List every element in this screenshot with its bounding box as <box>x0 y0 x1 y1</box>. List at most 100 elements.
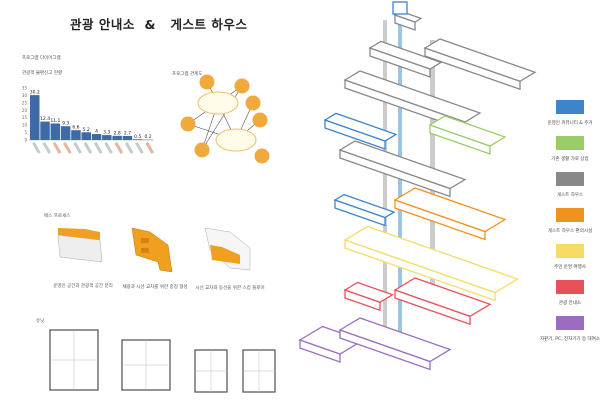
plan-wall <box>121 339 171 391</box>
relation-line <box>201 102 219 151</box>
legend-label: 게스트 하우스 편의시설 <box>547 229 593 234</box>
mass-volume <box>204 227 251 271</box>
category-label-mark <box>63 142 72 154</box>
bar <box>50 123 61 140</box>
bar <box>60 126 71 140</box>
bar-value-label: 9.3 <box>62 121 69 127</box>
circulation-core <box>398 5 402 335</box>
floor-volume <box>299 339 341 363</box>
y-tick-label: 0 <box>24 138 27 143</box>
bar-value-label: 0.5 <box>134 134 141 140</box>
mass-volume-highlight <box>58 228 100 240</box>
y-tick-label: 10 <box>22 123 28 128</box>
y-tick-label: 15 <box>22 115 28 120</box>
program-diagram-label: 프로그램 다이어그램 <box>22 56 61 61</box>
bar-value-label: 4 <box>95 129 98 135</box>
unit-label: 유닛 <box>36 319 45 324</box>
category-label-mark <box>145 142 155 154</box>
bar-value-label: 2.7 <box>124 130 131 136</box>
bar <box>102 135 112 140</box>
floor-plate <box>393 10 423 23</box>
mass-caption-2: 채광과 시선 교차를 위한 중정 형성 <box>122 285 188 290</box>
legend-swatch <box>556 208 584 222</box>
floor-volume <box>429 124 491 155</box>
program-node <box>180 116 196 132</box>
bar <box>30 95 40 140</box>
program-node <box>254 148 270 164</box>
category-label-mark <box>114 142 124 154</box>
floor-volume <box>424 47 521 91</box>
legend-swatch <box>556 316 584 330</box>
y-tick-label: 20 <box>22 108 28 113</box>
chart-title: 관광객 불편신고 현황 <box>22 71 63 76</box>
plan-wall <box>242 349 276 393</box>
relation-line <box>201 85 243 151</box>
legend-label: 게스트 하우스 <box>556 193 584 198</box>
category-label-mark <box>93 142 103 154</box>
bar <box>81 132 91 140</box>
courtyard <box>141 238 149 243</box>
core-column <box>430 40 435 310</box>
plan-wall <box>49 329 99 391</box>
category-label-mark <box>104 142 113 154</box>
bar <box>133 139 143 140</box>
courtyard <box>141 248 149 253</box>
legend-item: 게스트 하우스 편의시설 <box>540 208 600 234</box>
y-tick-label: 5 <box>24 130 27 135</box>
legend-label: 주민 운영 여행사 <box>554 265 586 270</box>
bar-value-label: 30.2 <box>30 90 40 96</box>
relation-diagram-label: 프로그램 관계도 <box>172 72 203 77</box>
legend-swatch <box>556 280 584 294</box>
relation-line <box>217 102 237 141</box>
relation-line <box>187 102 219 125</box>
floor-volume <box>334 199 386 227</box>
bar-value-label: 11.1 <box>50 118 60 124</box>
relation-line <box>206 81 219 104</box>
bar-value-label: 2.8 <box>114 130 121 136</box>
mass-caption-3: 시선 교차와 동선을 위한 스킵 플로어 <box>195 286 265 291</box>
legend-label: 자판기, PC, 전자기기 등 대여소 <box>540 337 600 342</box>
y-tick-label: 35 <box>22 86 28 91</box>
bar <box>122 135 133 140</box>
floor-volume <box>344 79 466 131</box>
bar-value-label: 6.6 <box>72 125 79 131</box>
floor-volume <box>344 289 381 312</box>
relation-line <box>217 85 243 104</box>
relation-line <box>235 102 254 141</box>
bar-value-label: 12.4 <box>40 116 50 122</box>
category-label-mark <box>135 142 144 154</box>
floor-plate <box>338 140 467 190</box>
floor-plate <box>298 325 365 355</box>
floor-volume <box>339 329 431 371</box>
floor-plate <box>338 317 452 363</box>
legend-item: 주민 운영 여행사 <box>540 244 600 270</box>
y-tick-label: 30 <box>22 93 28 98</box>
mass-volume-highlight <box>210 245 240 264</box>
legend-swatch <box>556 244 584 258</box>
floor-plate <box>368 40 443 70</box>
program-node <box>245 95 261 111</box>
bar <box>40 121 50 140</box>
floor-plate <box>343 70 482 123</box>
program-node <box>252 112 268 128</box>
page-title: 관광 안내소 & 게스트 하우스 <box>70 17 248 32</box>
legend-item: 게스트 하우스 <box>540 172 600 198</box>
relation-line <box>187 123 237 141</box>
bar <box>71 130 81 140</box>
legend-label: 관광 안내소 <box>558 301 582 306</box>
floor-volume <box>344 239 496 302</box>
floor-volume <box>339 149 451 198</box>
program-node-main <box>197 91 239 115</box>
plan-wall <box>194 349 228 393</box>
category-label-mark <box>42 142 52 154</box>
mass-volume <box>57 234 103 263</box>
program-node <box>234 78 250 94</box>
floor-volume <box>324 119 386 150</box>
legend-label: 기존 생활 가로 상업 <box>551 157 589 162</box>
floor-volume <box>394 14 416 31</box>
mass-process-label: 매스 프로세스 <box>44 214 71 219</box>
floor-plate <box>343 281 395 303</box>
legend-item: 자판기, PC, 전자기기 등 대여소 <box>540 316 600 342</box>
category-label-mark <box>124 142 134 154</box>
